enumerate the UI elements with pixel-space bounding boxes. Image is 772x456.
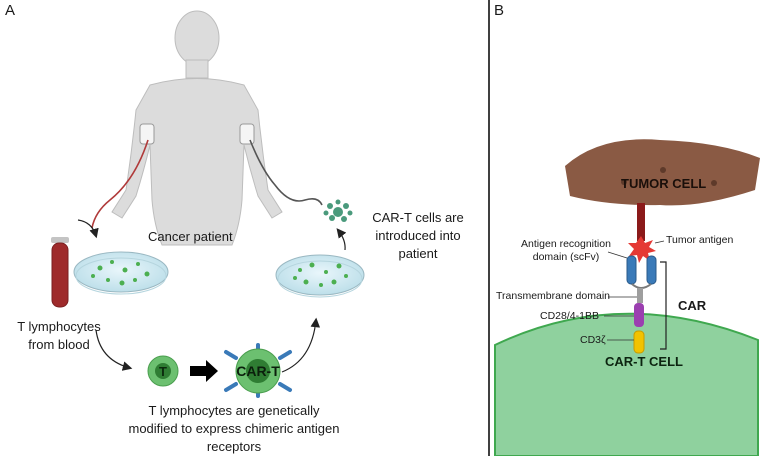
modification-line1: T lymphocytes are genetically	[148, 403, 320, 418]
tumor-cell-label: TUMOR CELL	[621, 176, 707, 191]
cd3z-domain	[633, 330, 645, 354]
patient-label: Cancer patient	[148, 229, 233, 244]
t-cell-icon	[147, 355, 179, 387]
panel-b-label: B	[494, 2, 505, 19]
cd3-label: CD3ζ	[580, 334, 606, 346]
arrow-to-tcell	[95, 329, 133, 371]
reinfusion-line3: patient	[398, 246, 438, 261]
arm-band-right-icon	[239, 123, 255, 145]
infusion-line	[249, 139, 323, 206]
arrow-to-dish	[77, 219, 99, 239]
reinfusion-line2: introduced into	[375, 228, 461, 243]
modification-line3: receptors	[206, 439, 262, 454]
scfv-domain-left	[626, 255, 637, 285]
blood-label: T lymphocytes from blood	[7, 318, 111, 354]
blood-label-line2: from blood	[28, 337, 90, 352]
reinfusion-line1: CAR-T cells are	[372, 210, 464, 225]
blood-label-line1: T lymphocytes	[17, 319, 101, 334]
transmembrane-label: Transmembrane domain	[496, 290, 610, 302]
antigen-stalk	[637, 203, 645, 241]
costim-domain	[634, 303, 644, 327]
antigen-domain-line1: Antigen recognition	[521, 238, 611, 250]
reinfusion-label: CAR-T cells are introduced into patient	[370, 209, 466, 263]
costim-label: CD28/4-1BB	[540, 310, 599, 322]
car-t-label: CAR-T	[236, 363, 280, 379]
tumor-antigen-icon	[628, 236, 656, 263]
scfv-domain-right	[646, 255, 657, 285]
modification-line2: modified to express chimeric antigen	[128, 421, 340, 436]
petri-dish-right-icon	[275, 254, 365, 298]
arrow-to-dish-right	[281, 317, 321, 373]
car-t-cell-label: CAR-T CELL	[605, 354, 683, 369]
car-t-cell-icon	[224, 343, 292, 398]
tumor-antigen-label: Tumor antigen	[666, 234, 734, 246]
transmembrane-domain	[637, 288, 643, 303]
antigen-domain-label: Antigen recognition domain (scFv)	[520, 238, 612, 264]
car-bracket	[660, 261, 667, 350]
arrow-to-patient	[336, 228, 347, 251]
human-body-icon	[111, 10, 283, 246]
antigen-domain-line2: domain (scFv)	[532, 251, 600, 263]
panel-a-label: A	[5, 2, 16, 19]
car-t-cell-shape	[494, 312, 759, 456]
blood-tube-icon	[51, 237, 69, 308]
cell-cluster-icon	[323, 199, 353, 222]
thick-arrow-icon	[190, 360, 218, 382]
blood-draw-line	[91, 139, 149, 229]
t-cell-letter: T	[159, 364, 167, 379]
modification-label: T lymphocytes are genetically modified t…	[104, 402, 364, 456]
car-label: CAR	[678, 298, 707, 313]
petri-dish-left-icon	[73, 251, 169, 295]
